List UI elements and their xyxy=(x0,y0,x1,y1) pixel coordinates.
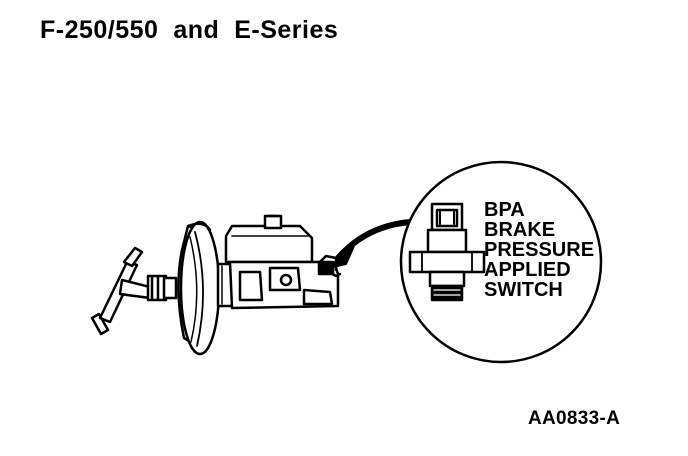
switch-label: BPA BRAKE PRESSURE APPLIED SWITCH xyxy=(484,199,594,301)
label-line-bpa: BPA xyxy=(484,199,525,221)
bpa-switch-illustration xyxy=(408,202,486,302)
figure-id: AA0833-A xyxy=(528,408,621,429)
figure-title: F-250/550 and E-Series xyxy=(40,16,339,44)
label-line-switch: SWITCH xyxy=(484,279,563,301)
label-line-brake: BRAKE xyxy=(484,219,555,241)
brake-pedal-linkage xyxy=(90,246,178,336)
label-line-applied: APPLIED xyxy=(484,259,571,281)
brake-booster xyxy=(177,220,234,356)
master-cylinder xyxy=(224,214,342,310)
label-line-pressure: PRESSURE xyxy=(484,239,594,261)
callout-arrow xyxy=(327,219,413,269)
